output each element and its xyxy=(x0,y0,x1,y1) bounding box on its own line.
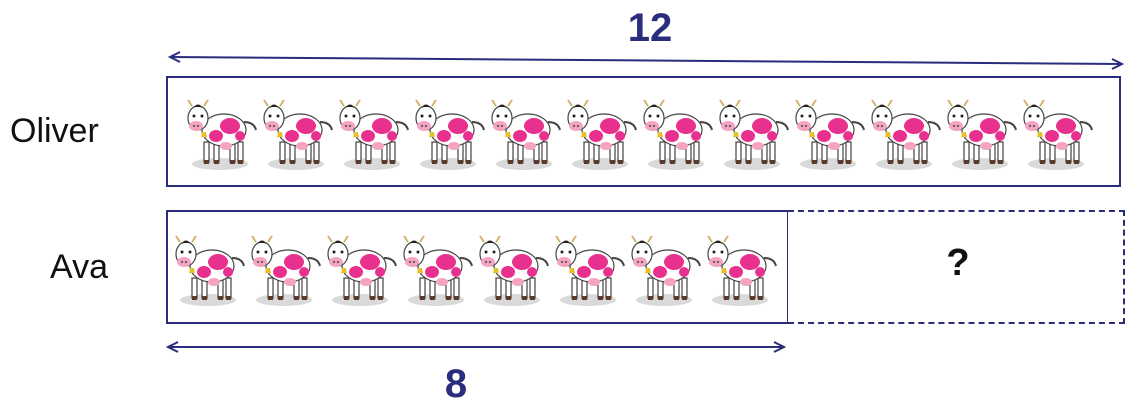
cow-icon xyxy=(170,228,246,313)
cow-icon xyxy=(486,92,562,177)
cow-icon xyxy=(562,92,638,177)
cow-icon xyxy=(638,92,714,177)
cow-icon xyxy=(322,228,398,313)
ava-bar xyxy=(166,210,789,324)
cow-icon xyxy=(398,228,474,313)
cow-icon xyxy=(702,228,778,313)
oliver-cows xyxy=(182,92,1094,177)
row-name-oliver: Oliver xyxy=(10,112,99,151)
cow-icon xyxy=(790,92,866,177)
cow-icon xyxy=(410,92,486,177)
cow-icon xyxy=(866,92,942,177)
cow-icon xyxy=(550,228,626,313)
part-label: 8 xyxy=(406,362,506,407)
cow-icon xyxy=(714,92,790,177)
part-arrow xyxy=(0,332,1125,362)
cow-icon xyxy=(1018,92,1094,177)
ava-cows xyxy=(170,228,778,313)
unknown-label: ? xyxy=(918,242,998,285)
cow-icon xyxy=(942,92,1018,177)
cow-icon xyxy=(626,228,702,313)
cow-icon xyxy=(182,92,258,177)
oliver-bar xyxy=(166,76,1121,187)
cow-icon xyxy=(334,92,410,177)
cow-icon xyxy=(258,92,334,177)
row-name-ava: Ava xyxy=(50,248,108,287)
cow-icon xyxy=(474,228,550,313)
cow-icon xyxy=(246,228,322,313)
